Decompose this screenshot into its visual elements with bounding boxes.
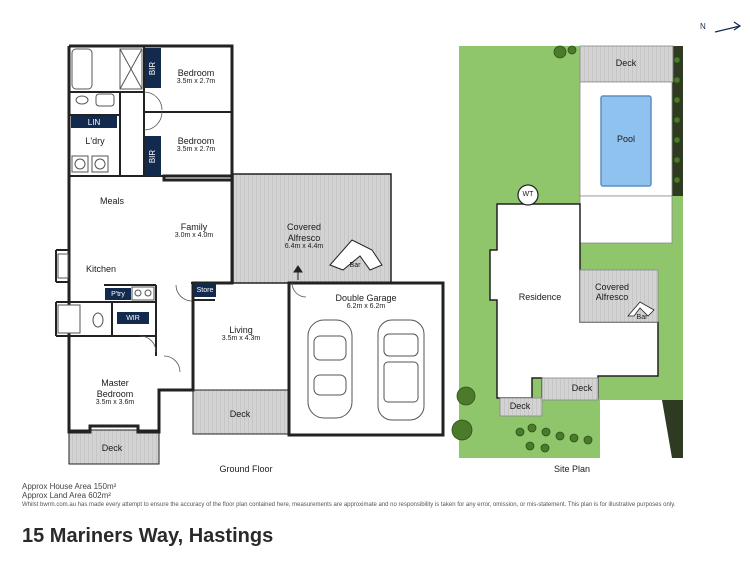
driveway (600, 400, 683, 458)
site-label-pool: Pool (616, 134, 635, 144)
door-swings (139, 91, 307, 373)
north-arrow-icon (714, 21, 742, 33)
paving (579, 195, 673, 244)
site-deck-mid (541, 377, 599, 401)
shrubs (451, 45, 681, 453)
bir-tag-2: BIR (145, 136, 161, 176)
entry-arrow (293, 265, 303, 280)
site-plan (451, 45, 683, 458)
site-bar (627, 301, 655, 317)
living-deck (192, 389, 289, 435)
site-label-deck-top: Deck (615, 58, 637, 68)
house-area: Approx House Area 150m² (22, 482, 117, 491)
room-label-meals: Meals (99, 196, 124, 206)
ground-floor-plan (55, 44, 445, 465)
site-label-bar: Bar (636, 314, 648, 321)
site-label-covered-alfresco: Covered Alfresco (594, 282, 630, 303)
site-label-residence: Residence (518, 292, 562, 302)
pool-water (600, 95, 652, 187)
garage-walls (287, 281, 445, 437)
alfresco-deck (232, 173, 392, 284)
car-left (307, 319, 353, 419)
site-plan-title: Site Plan (553, 464, 591, 474)
store-tag: Store (194, 283, 216, 297)
wir-tag: WIR (117, 312, 149, 324)
site-label-deck-mid: Deck (571, 383, 593, 393)
site-deck-low (499, 397, 543, 417)
house-walls (67, 44, 234, 434)
site-deck-top (579, 45, 674, 83)
water-tank (517, 184, 539, 206)
fixtures (57, 48, 155, 334)
ground-floor-title: Ground Floor (219, 464, 273, 474)
room-label-deck-living: Deck (229, 409, 251, 419)
land-area: Approx Land Area 602m² (22, 491, 111, 500)
interior-walls (55, 46, 232, 356)
room-label-deck-master: Deck (101, 443, 123, 453)
disclaimer-text: Whilst bwrm.com.au has made every attemp… (22, 502, 676, 508)
garden-bed-bottom (662, 400, 683, 458)
lin-tag: LIN (71, 116, 117, 128)
room-label-bar: Bar (349, 262, 361, 269)
bar-counter (329, 239, 383, 271)
bir-tag-1: BIR (145, 48, 161, 88)
north-label: N (700, 22, 706, 31)
room-label-laundry: L'dry (85, 136, 105, 146)
pantry-tag: P'try (105, 288, 131, 300)
site-label-wt: WT (522, 191, 534, 198)
car-right (377, 319, 425, 421)
site-label-deck-low: Deck (509, 401, 531, 411)
property-address: 15 Mariners Way, Hastings (22, 525, 274, 547)
room-label-kitchen: Kitchen (85, 264, 117, 274)
master-deck (68, 429, 160, 465)
